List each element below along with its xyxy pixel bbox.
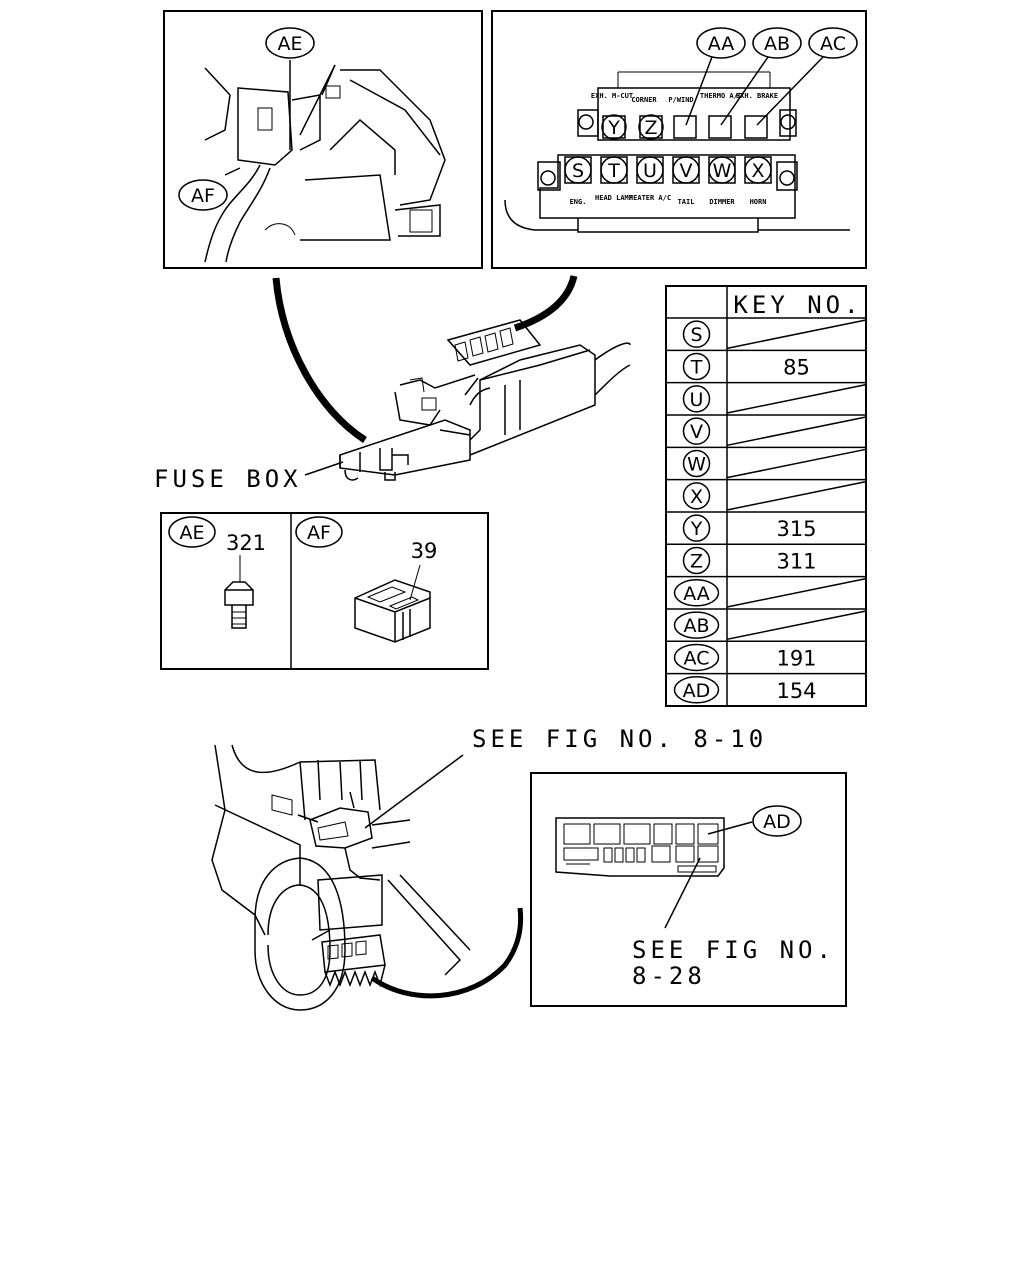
callout-ac: AC <box>820 33 846 55</box>
callout-ae-top-text: AE <box>277 33 302 55</box>
key-row-ab: AB <box>666 610 867 643</box>
fuse-label-thermo: THERMO A/C <box>700 92 742 100</box>
key-label: T <box>690 356 703 378</box>
key-label: U <box>690 389 704 411</box>
callout-ab: AB <box>764 33 790 55</box>
fuse-label-heater: HEATER A/C <box>629 194 671 202</box>
see-fig-8-10-text: SEE FIG NO. 8-10 <box>472 725 767 753</box>
fuse-label-exh-brake: EXH. BRAKE <box>736 92 778 100</box>
callout-af-top: AF <box>178 179 228 211</box>
key-row-v: V <box>666 416 867 449</box>
part-ae-callout: AE <box>179 522 204 544</box>
callout-ae-top: AE <box>265 27 315 59</box>
callout-aa: AA <box>708 33 735 55</box>
part-af: AF 39 <box>295 516 438 643</box>
fuse-bottom-labels: ENG. HEAD LAMP HEATER A/C TAIL DIMMER HO… <box>570 194 767 206</box>
fuse-slot-z: Z <box>644 117 657 139</box>
key-label: X <box>690 486 703 508</box>
key-row-ad: AD 154 <box>673 676 817 704</box>
fuse-top-callouts: AA AB AC <box>685 27 858 126</box>
key-row-y: Y 315 <box>666 514 866 546</box>
key-label: S <box>690 324 702 346</box>
callout-ad-relay: AD <box>707 805 802 837</box>
see-fig-8-28-line1: SEE FIG NO. <box>632 936 835 964</box>
parts-box: AE 321 AF 39 <box>160 512 489 670</box>
key-empty-slash <box>726 610 867 641</box>
fuse-label-exh-mcut: EXH. M-CUT <box>591 92 633 100</box>
key-label: Y <box>690 518 703 540</box>
see-fig-8-28-line2: 8-28 <box>632 962 706 990</box>
fuse-box-assembly <box>339 319 631 481</box>
fuse-slot-t: T <box>607 160 620 182</box>
callout-af-top-text: AF <box>191 185 215 207</box>
fuse-slot-w: W <box>713 160 732 182</box>
key-value: 191 <box>776 646 816 670</box>
key-label: AD <box>683 680 711 702</box>
see-fig-8-28: SEE FIG NO. 8-28 <box>632 936 835 990</box>
fuse-slot-x: X <box>751 160 764 182</box>
key-table-header: KEY NO. <box>733 291 862 319</box>
key-empty-slash <box>726 480 867 511</box>
fuse-panel: EXH. M-CUT CORNER P/WIND THERMO A/C EXH.… <box>491 10 867 269</box>
key-value: 315 <box>776 517 816 541</box>
fuse-slot-thermo <box>708 115 732 139</box>
key-value: 154 <box>776 679 816 703</box>
fuse-slot-s: S <box>572 160 584 182</box>
vehicle-sketch <box>211 744 524 1011</box>
key-empty-slash <box>726 448 867 479</box>
fuse-box-text: FUSE BOX <box>154 465 302 493</box>
fuse-bottom-slots: S T U V W X <box>564 156 772 184</box>
key-empty-slash <box>726 383 867 414</box>
key-row-t: T 85 <box>666 352 866 384</box>
key-value: 311 <box>776 549 816 573</box>
fuse-label-tail: TAIL <box>678 198 695 206</box>
see-fig-8-10: SEE FIG NO. 8-10 <box>364 725 767 829</box>
key-label: W <box>687 453 706 475</box>
fuse-label-corner: CORNER <box>631 96 657 104</box>
fuse-slot-pwind <box>673 115 697 139</box>
fuse-label-head-lamp: HEAD LAMP <box>595 194 633 202</box>
key-row-x: X <box>666 480 867 513</box>
fuse-top-labels: EXH. M-CUT CORNER P/WIND THERMO A/C EXH.… <box>591 92 778 104</box>
relay-panel: AD SEE FIG NO. 8-28 <box>530 772 847 1007</box>
key-label: V <box>690 421 703 443</box>
key-row-s: S <box>666 319 867 352</box>
key-empty-slash <box>726 416 867 447</box>
key-row-z: Z 311 <box>666 546 866 578</box>
key-label: AA <box>683 583 710 605</box>
fuse-label-eng: ENG. <box>570 198 587 206</box>
fuse-label-horn: HORN <box>750 198 767 206</box>
fuse-slot-v: V <box>680 160 693 182</box>
fuse-top-slots: Y Z <box>601 114 768 140</box>
fuse-box-label: FUSE BOX <box>154 461 344 493</box>
callout-ad-relay-text: AD <box>763 811 791 833</box>
key-empty-slash <box>726 577 867 608</box>
key-label: AC <box>684 647 710 669</box>
fuse-slot-y: Y <box>607 117 620 139</box>
key-value: 85 <box>783 355 810 379</box>
part-af-callout: AF <box>307 522 331 544</box>
key-label: Z <box>690 550 703 572</box>
fuse-label-dimmer: DIMMER <box>709 198 735 206</box>
key-row-aa: AA <box>666 577 867 610</box>
key-row-u: U <box>666 383 867 416</box>
part-af-number: 39 <box>411 539 438 563</box>
fuse-slot-exh-brake <box>744 115 768 139</box>
part-ae-number: 321 <box>226 531 266 555</box>
top-left-panel: AE AF <box>163 10 483 269</box>
fuse-slot-u: U <box>643 160 657 182</box>
key-row-ac: AC 191 <box>666 643 866 675</box>
key-empty-slash <box>726 319 867 350</box>
part-ae: AE 321 <box>168 516 266 629</box>
key-row-w: W <box>666 448 867 481</box>
key-label: AB <box>683 615 709 637</box>
fuse-label-pwind: P/WIND <box>668 96 693 104</box>
